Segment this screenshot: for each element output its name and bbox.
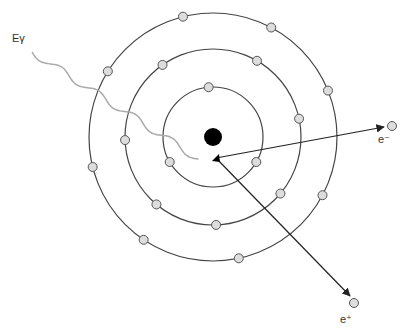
gamma-ray — [32, 52, 199, 159]
photon-energy-label: Eγ — [12, 33, 25, 44]
particle-label: e⁻ — [378, 134, 390, 145]
electron — [253, 56, 262, 65]
electron — [350, 299, 359, 308]
electron — [318, 191, 327, 200]
interaction-point — [212, 154, 220, 162]
particle-track — [216, 127, 384, 158]
electron — [295, 114, 304, 123]
nucleus — [204, 128, 222, 146]
electron — [323, 86, 332, 95]
electron-shell — [163, 87, 263, 187]
electron — [388, 122, 397, 131]
electron — [158, 60, 167, 69]
electron — [212, 220, 221, 229]
electron — [165, 158, 174, 167]
electron-shell — [125, 49, 301, 225]
electron — [267, 23, 276, 32]
electron — [179, 12, 188, 21]
electron — [152, 200, 161, 209]
electron — [276, 189, 285, 198]
electron — [234, 254, 243, 263]
electron — [121, 136, 130, 145]
electron-shell — [89, 13, 337, 261]
particle-track — [216, 158, 350, 296]
particle-label: e⁺ — [340, 314, 352, 325]
electron — [103, 67, 112, 76]
electron — [88, 162, 97, 171]
electron — [139, 235, 148, 244]
electron — [252, 158, 261, 167]
electron — [204, 83, 213, 92]
